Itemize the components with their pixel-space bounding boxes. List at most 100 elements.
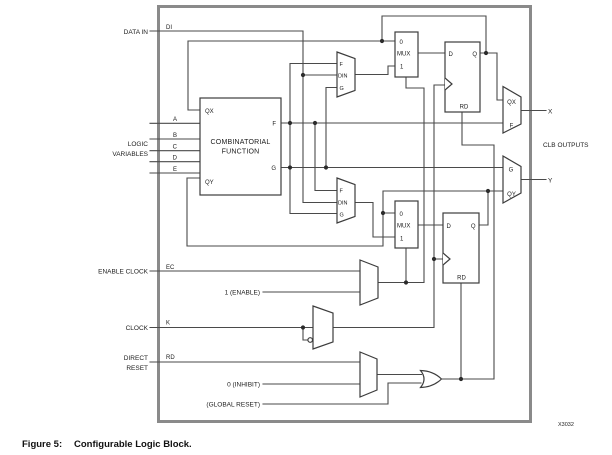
flipflop-upper-clock-triangle-icon	[444, 77, 453, 91]
flipflop-lower-rd: RD	[457, 276, 466, 282]
mux-lower-box	[394, 200, 419, 249]
mux-upper-box	[394, 31, 419, 78]
mux-upper-in0: 0	[400, 40, 404, 46]
fding-upper-in-g: G	[340, 86, 344, 92]
wire-reset-net	[149, 111, 495, 405]
flipflop-upper: D Q RD	[444, 41, 481, 113]
global-reset-label: (GLOBAL RESET)	[206, 402, 260, 409]
fding-upper-in-din: DIN	[338, 74, 348, 80]
outmux-x-in-qx: QX	[507, 100, 516, 106]
part-ref-label: X3032	[558, 422, 574, 428]
wire-fdinglower-out	[354, 201, 396, 238]
mux-lower-in0: 0	[400, 212, 404, 218]
reset-mux-body	[359, 351, 378, 398]
mux-upper-block: 0 MUX 1	[394, 31, 419, 78]
left-input-labels: DATA IN DI LOGIC VARIABLES A B C D E ENA…	[98, 25, 178, 372]
fding-lower-in-g: G	[340, 213, 344, 219]
input-pin-e: E	[173, 167, 177, 173]
fding-mux-lower-body	[336, 177, 356, 224]
fding-upper-in-f: F	[340, 62, 344, 68]
mux-lower-block: 0 MUX 1	[394, 200, 419, 249]
direct-reset-label2: RESET	[126, 365, 148, 372]
mux-upper-in1: 1	[400, 65, 404, 71]
comb-pin-f: F	[272, 122, 276, 128]
reset-mux	[359, 351, 378, 398]
wire-enable-net	[149, 76, 425, 293]
input-pin-a: A	[173, 117, 177, 123]
flipflop-upper-box	[444, 41, 481, 113]
comb-pin-qx: QX	[205, 109, 214, 115]
flipflop-upper-rd: RD	[460, 105, 469, 111]
inhibit-constant-label: 0 (INHIBIT)	[227, 382, 260, 389]
direct-reset-pin-rd: RD	[166, 355, 175, 361]
wire-x-y-outputs	[520, 109, 547, 181]
enable-clock-pin-ec: EC	[166, 265, 175, 271]
flipflop-upper-d: D	[449, 52, 454, 58]
figure-title: Configurable Logic Block.	[74, 439, 192, 450]
direct-reset-label1: DIRECT	[124, 355, 148, 362]
fding-mux-upper-body	[336, 51, 356, 98]
flipflop-lower-q: Q	[471, 224, 476, 230]
wire-qx-feedback-net	[187, 15, 487, 111]
comb-pin-g: G	[271, 166, 276, 172]
wire-clock-net	[149, 84, 446, 341]
enable-constant-label: 1 (ENABLE)	[225, 290, 260, 297]
flipflop-lower-box	[442, 212, 480, 284]
enable-mux-body	[359, 259, 379, 306]
clock-inverter-bubble-icon	[307, 337, 314, 343]
outmux-y-in-g: G	[509, 168, 514, 174]
mux-lower-label: MUX	[397, 224, 410, 230]
data-in-pin-di: DI	[166, 25, 172, 31]
clock-mux-body	[312, 305, 334, 350]
flipflop-lower: D Q RD	[442, 212, 480, 284]
output-mux-y: G QY	[502, 154, 522, 205]
junction-dots	[287, 38, 491, 382]
input-pin-d: D	[173, 156, 178, 162]
flipflop-upper-q: Q	[472, 52, 477, 58]
wire-f-net	[280, 62, 504, 215]
outmux-y-in-qy: QY	[507, 192, 516, 198]
clb-boundary-box	[157, 5, 532, 423]
wire-ffupper-q-to-outmux	[479, 52, 504, 101]
input-pin-c: C	[173, 145, 178, 151]
comb-title-line2: FUNCTION	[222, 149, 260, 156]
input-pin-b: B	[173, 133, 177, 139]
fding-lower-in-f: F	[340, 189, 344, 195]
comb-function-block: QX QY F G COMBINATORIAL FUNCTION	[199, 97, 282, 196]
fding-lower-in-din: DIN	[338, 201, 348, 207]
fding-mux-lower: F DIN G	[336, 177, 356, 224]
output-labels: X Y CLB OUTPUTS X3032	[543, 109, 589, 429]
flipflop-lower-d: D	[447, 224, 452, 230]
logic-variables-label1: LOGIC	[128, 141, 149, 148]
fding-mux-upper: F DIN G	[336, 51, 356, 98]
outmux-x-in-f: F	[510, 124, 514, 130]
output-mux-y-body	[502, 154, 522, 205]
clock-pin-k: K	[166, 321, 170, 327]
constant-labels: 1 (ENABLE) 0 (INHIBIT) (GLOBAL RESET)	[206, 290, 260, 409]
reset-or-gate	[419, 369, 443, 389]
enable-mux	[359, 259, 379, 306]
flipflop-lower-clock-triangle-icon	[442, 252, 451, 266]
comb-title-line1: COMBINATORIAL	[211, 139, 271, 146]
clock-label: CLOCK	[126, 325, 149, 332]
output-x-label: X	[548, 109, 553, 116]
or-gate-icon	[419, 369, 443, 389]
output-mux-x-body	[502, 85, 522, 134]
wire-fdingupper-out	[354, 65, 396, 76]
wire-data-in-net	[149, 30, 338, 204]
output-y-label: Y	[548, 178, 553, 185]
wire-logic-variable-inputs	[149, 122, 201, 174]
comb-function-box	[199, 97, 282, 196]
output-mux-x: QX F	[502, 85, 522, 134]
figure-number: Figure 5:	[22, 439, 62, 450]
clock-mux	[307, 305, 334, 350]
logic-variables-label2: VARIABLES	[112, 151, 148, 158]
data-in-label: DATA IN	[124, 29, 149, 36]
wire-g-net	[280, 86, 504, 169]
mux-lower-in1: 1	[400, 237, 404, 243]
figure-caption: Figure 5: Configurable Logic Block.	[22, 439, 192, 450]
clb-outputs-label: CLB OUTPUTS	[543, 142, 589, 149]
enable-clock-label: ENABLE CLOCK	[98, 269, 149, 276]
